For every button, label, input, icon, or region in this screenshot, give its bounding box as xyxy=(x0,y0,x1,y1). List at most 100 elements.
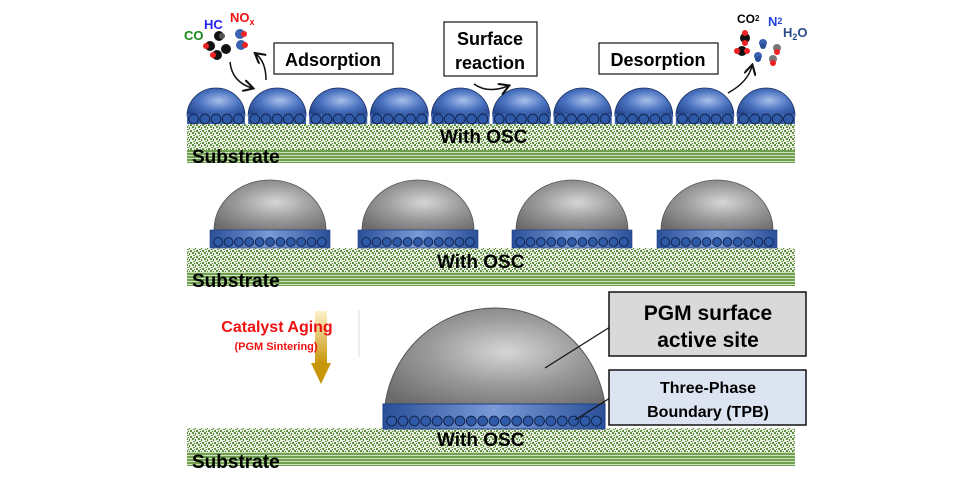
osc-bead xyxy=(361,237,372,247)
osc-bead xyxy=(587,237,598,247)
panel-osc-catalyst: With OSC Substrate xyxy=(187,179,795,292)
osc-bead xyxy=(409,415,420,427)
co2-label: CO2 xyxy=(737,12,760,26)
substrate-label: Substrate xyxy=(192,147,280,168)
pgm-callout-line1: PGM surface xyxy=(644,302,772,325)
osc-bead xyxy=(749,113,761,125)
osc-beads xyxy=(386,415,602,427)
aging-subtitle: (PGM Sintering) xyxy=(234,341,317,353)
osc-label: With OSC xyxy=(437,430,525,451)
product-molecules-icon xyxy=(734,30,781,66)
osc-bead xyxy=(545,415,557,427)
pgm-particle-small xyxy=(492,87,551,125)
osc-bead xyxy=(598,237,608,247)
osc-bead xyxy=(712,237,722,247)
osc-bead xyxy=(213,237,224,247)
osc-bead xyxy=(455,113,466,125)
osc-bead xyxy=(316,237,327,247)
osc-bead xyxy=(590,415,602,427)
pgm-callout-box xyxy=(608,291,807,357)
osc-bead xyxy=(738,113,749,125)
desorption-arrow xyxy=(727,66,752,94)
osc-bead xyxy=(223,237,234,247)
osc-bead xyxy=(344,113,355,125)
osc-bead xyxy=(760,113,772,125)
osc-bead xyxy=(444,237,454,247)
osc-bead xyxy=(577,237,588,247)
osc-bead xyxy=(627,113,638,125)
medium-particles-row xyxy=(209,179,778,249)
osc-bead xyxy=(556,237,567,247)
osc-bead xyxy=(554,113,566,125)
pgm-particle-small xyxy=(675,87,735,125)
osc-bead xyxy=(677,113,688,125)
pgm-dome xyxy=(384,307,606,406)
adsorption-arrow-down xyxy=(229,61,252,88)
osc-bead xyxy=(534,415,545,427)
adsorption-box xyxy=(273,42,394,75)
pgm-particle-medium xyxy=(511,179,633,249)
osc-bead xyxy=(465,415,477,427)
osc-layer xyxy=(187,124,795,150)
pgm-particle-small xyxy=(308,87,368,125)
substrate-label: Substrate xyxy=(192,452,280,473)
aging-title: Catalyst Aging xyxy=(221,319,332,336)
osc-bead xyxy=(649,113,661,125)
pgm-particle-medium xyxy=(357,179,479,249)
osc-bead xyxy=(522,415,534,427)
adsorption-arrow-up xyxy=(256,54,266,81)
osc-bead xyxy=(527,113,539,125)
osc-bead xyxy=(355,113,366,125)
pgm-particle-small xyxy=(736,87,796,125)
osc-bead xyxy=(199,113,211,125)
h2o-label: H2O xyxy=(783,25,808,42)
osc-bead xyxy=(771,113,783,125)
osc-bead xyxy=(556,415,568,427)
osc-bead xyxy=(616,113,627,125)
osc-bead xyxy=(371,113,383,125)
osc-bead xyxy=(416,113,428,125)
osc-bead xyxy=(234,237,244,247)
osc-bead xyxy=(397,415,409,427)
desorption-box xyxy=(598,42,719,75)
substrate-layer xyxy=(187,150,795,163)
osc-bead xyxy=(285,237,296,247)
osc-bead xyxy=(386,415,398,427)
pgm-particle-small xyxy=(431,87,490,125)
osc-bead xyxy=(294,113,305,125)
osc-bead xyxy=(763,237,774,247)
pgm-callout-line2: active site xyxy=(657,329,759,352)
osc-bead xyxy=(454,237,465,247)
aging-arrow-icon xyxy=(311,363,331,384)
osc-bead xyxy=(405,113,416,125)
pgm-particle-small xyxy=(369,87,429,125)
osc-bead xyxy=(433,237,444,247)
osc-bead xyxy=(538,113,550,125)
osc-bead xyxy=(660,237,671,247)
substrate-layer xyxy=(187,272,795,286)
osc-bead xyxy=(670,237,681,247)
adsorption-label: Adsorption xyxy=(285,50,381,70)
osc-bead xyxy=(431,415,443,427)
osc-bead xyxy=(525,237,536,247)
osc-bead xyxy=(454,415,466,427)
osc-bead xyxy=(710,113,722,125)
osc-bead xyxy=(567,237,577,247)
osc-bead xyxy=(188,113,199,125)
surface-reaction-box xyxy=(443,21,538,77)
osc-bead xyxy=(732,237,743,247)
osc-bead xyxy=(566,113,577,125)
osc-bead xyxy=(691,237,702,247)
reactant-molecules-icon xyxy=(203,29,248,60)
osc-bead xyxy=(443,415,454,427)
osc-bead xyxy=(515,237,526,247)
tpb-callout-box xyxy=(608,369,807,426)
osc-bead xyxy=(722,237,733,247)
tpb-callout-line xyxy=(574,397,611,421)
osc-bead xyxy=(699,113,711,125)
osc-bead xyxy=(511,415,523,427)
osc-bead xyxy=(254,237,265,247)
osc-bead xyxy=(392,237,403,247)
osc-bead xyxy=(721,113,733,125)
osc-bead xyxy=(599,113,611,125)
